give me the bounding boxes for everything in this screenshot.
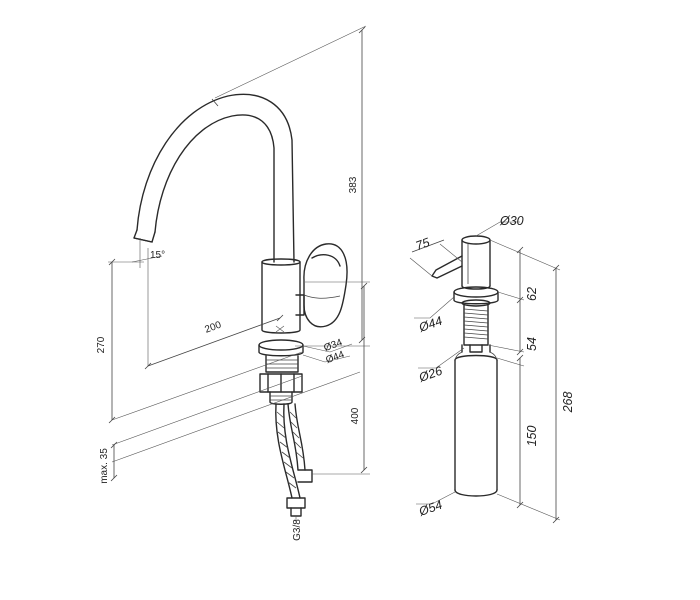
dispenser-pump-head: [431, 235, 491, 290]
dispenser-dimension-lines: [409, 221, 561, 524]
dim-collar-diameter: Ø44: [416, 314, 444, 336]
dim-spout-reach: 200: [203, 319, 223, 335]
dim-deck-thickness: max. 35: [99, 448, 110, 484]
dim-thread-length: 54: [525, 337, 539, 351]
faucet-base: [258, 339, 304, 405]
dim-bottle-length: 150: [525, 426, 539, 447]
dim-height-total: 383: [348, 176, 359, 193]
dim-nozzle-reach: 75: [414, 235, 432, 253]
dim-connection: G3/8: [292, 519, 303, 541]
dim-head-height: 62: [525, 287, 539, 301]
dim-thread-diameter: Ø26: [416, 364, 444, 386]
dim-spout-angle: 15°: [150, 250, 165, 261]
faucet-lever: [303, 243, 348, 328]
dispenser-drawing: Ø30 75 62 Ø44 54 Ø26 150 Ø54 268: [409, 214, 575, 524]
dim-hose-length: 400: [350, 407, 361, 424]
dim-total-height: 268: [561, 392, 575, 414]
dim-spout-height: 270: [96, 336, 107, 353]
faucet-spout: [133, 93, 295, 263]
faucet-hoses: [275, 403, 313, 517]
faucet-dimension-lines: [108, 25, 370, 522]
dispenser-collar: [453, 286, 499, 307]
dim-pump-diameter: Ø30: [499, 214, 524, 228]
dispenser-bottle: [454, 344, 498, 497]
faucet-drawing: 383 15° 200 270 Ø34 Ø44 400 max. 35 G3/8: [96, 25, 370, 541]
dispenser-thread: [463, 304, 489, 353]
dim-bottle-diameter: Ø54: [416, 498, 444, 520]
